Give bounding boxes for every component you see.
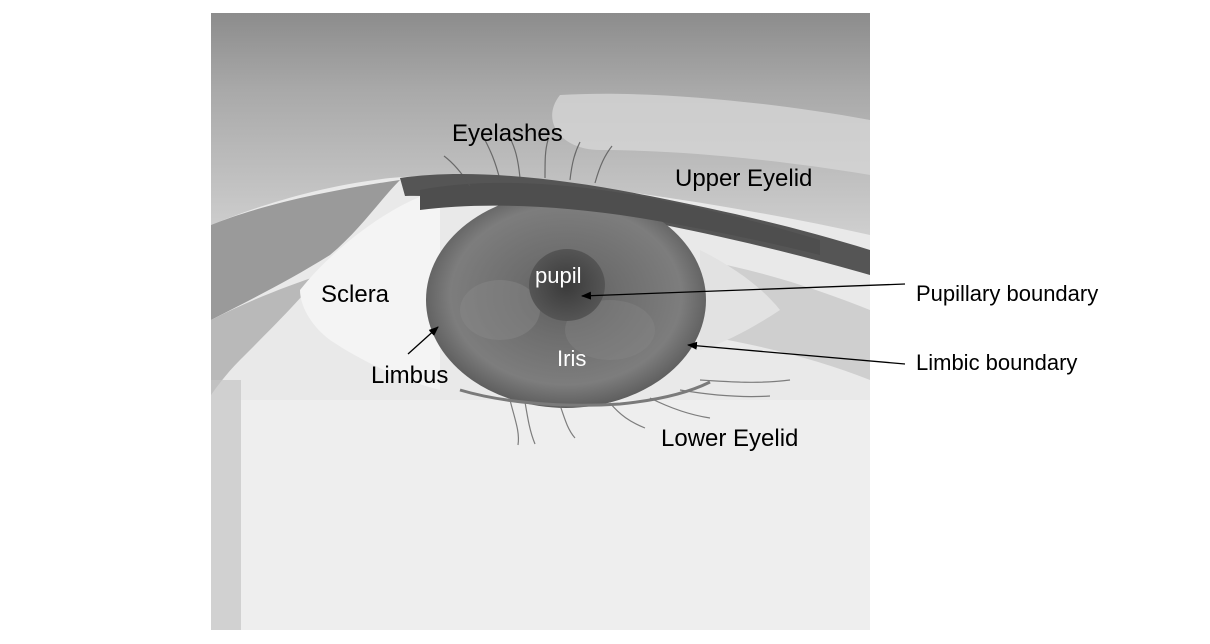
- limbic-boundary-label: Limbic boundary: [916, 350, 1077, 375]
- eyelashes-label: Eyelashes: [452, 120, 563, 147]
- pupillary-boundary-label: Pupillary boundary: [916, 281, 1098, 306]
- upper-eyelid-label: Upper Eyelid: [675, 165, 812, 192]
- sclera-label: Sclera: [321, 281, 390, 308]
- lower-eyelid-label: Lower Eyelid: [661, 425, 798, 452]
- iris-label: Iris: [557, 346, 586, 371]
- limbic-boundary-arrow: [687, 341, 906, 365]
- limbus-label: Limbus: [371, 362, 448, 389]
- limbus-arrow: [407, 326, 439, 355]
- pupil-label: pupil: [535, 263, 581, 288]
- pupillary-boundary-arrow: [581, 283, 906, 300]
- eye-photo: [211, 13, 870, 630]
